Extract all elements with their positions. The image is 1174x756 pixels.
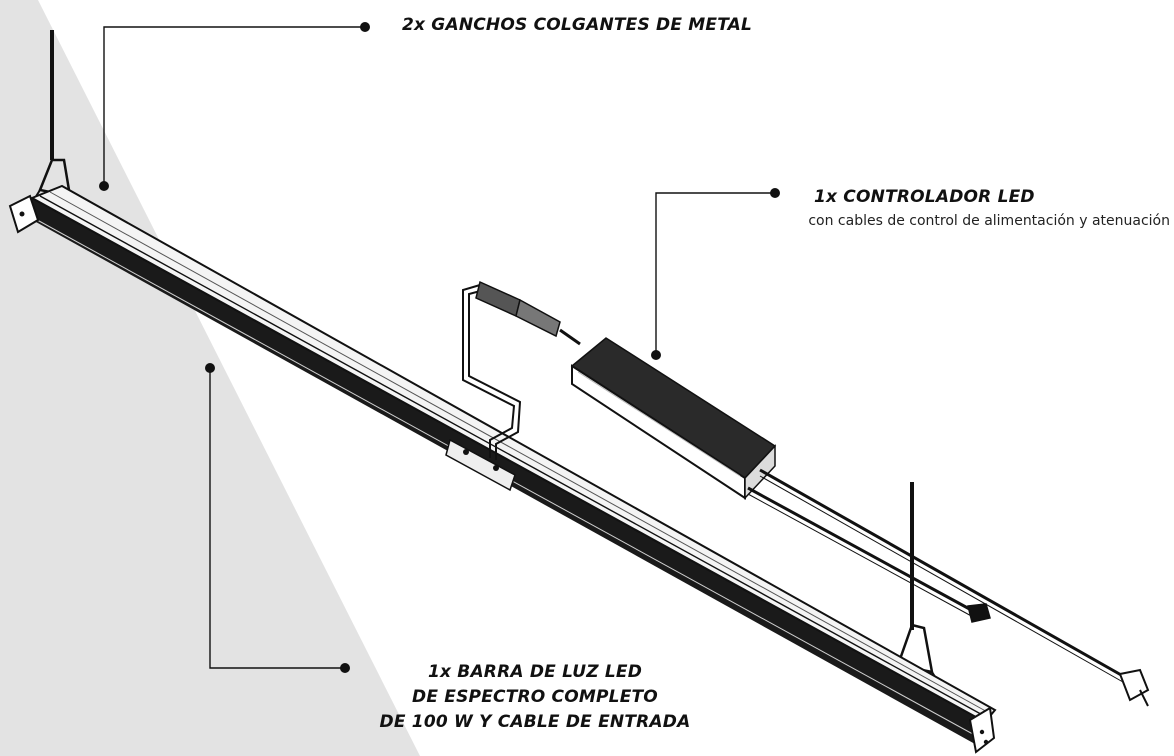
bar-dot-start (205, 363, 215, 373)
hooks-dot-end (360, 22, 370, 32)
hooks-dot-start (99, 181, 109, 191)
bar-dot-end (340, 663, 350, 673)
led-controller (570, 337, 777, 500)
controller-callout-label: 1x CONTROLADOR LED (814, 187, 1035, 207)
light-bar-label-line-2: DE ESPECTRO COMPLETO (412, 687, 658, 707)
callout-lines (103, 26, 775, 669)
controller-leader (655, 192, 775, 355)
bar-leader (209, 368, 345, 669)
light-bar-label-line-1: 1x BARRA DE LUZ LED (427, 662, 643, 682)
output-cables (747, 468, 1150, 707)
hooks-callout-label: 2x GANCHOS COLGANTES DE METAL (402, 15, 753, 35)
controller-dot-start (651, 350, 661, 360)
led-light-bar (8, 184, 997, 754)
light-bar-callout-label: 1x BARRA DE LUZ LED DE ESPECTRO COMPLETO… (300, 660, 770, 735)
callout-dots (99, 22, 780, 673)
light-bar-label-line-3: DE 100 W Y CABLE DE ENTRADA (379, 712, 691, 732)
controller-callout-subtitle: con cables de control de alimentación y … (808, 213, 1170, 229)
controller-dot-end (770, 188, 780, 198)
hooks-leader (103, 26, 365, 186)
input-cable (462, 280, 581, 460)
